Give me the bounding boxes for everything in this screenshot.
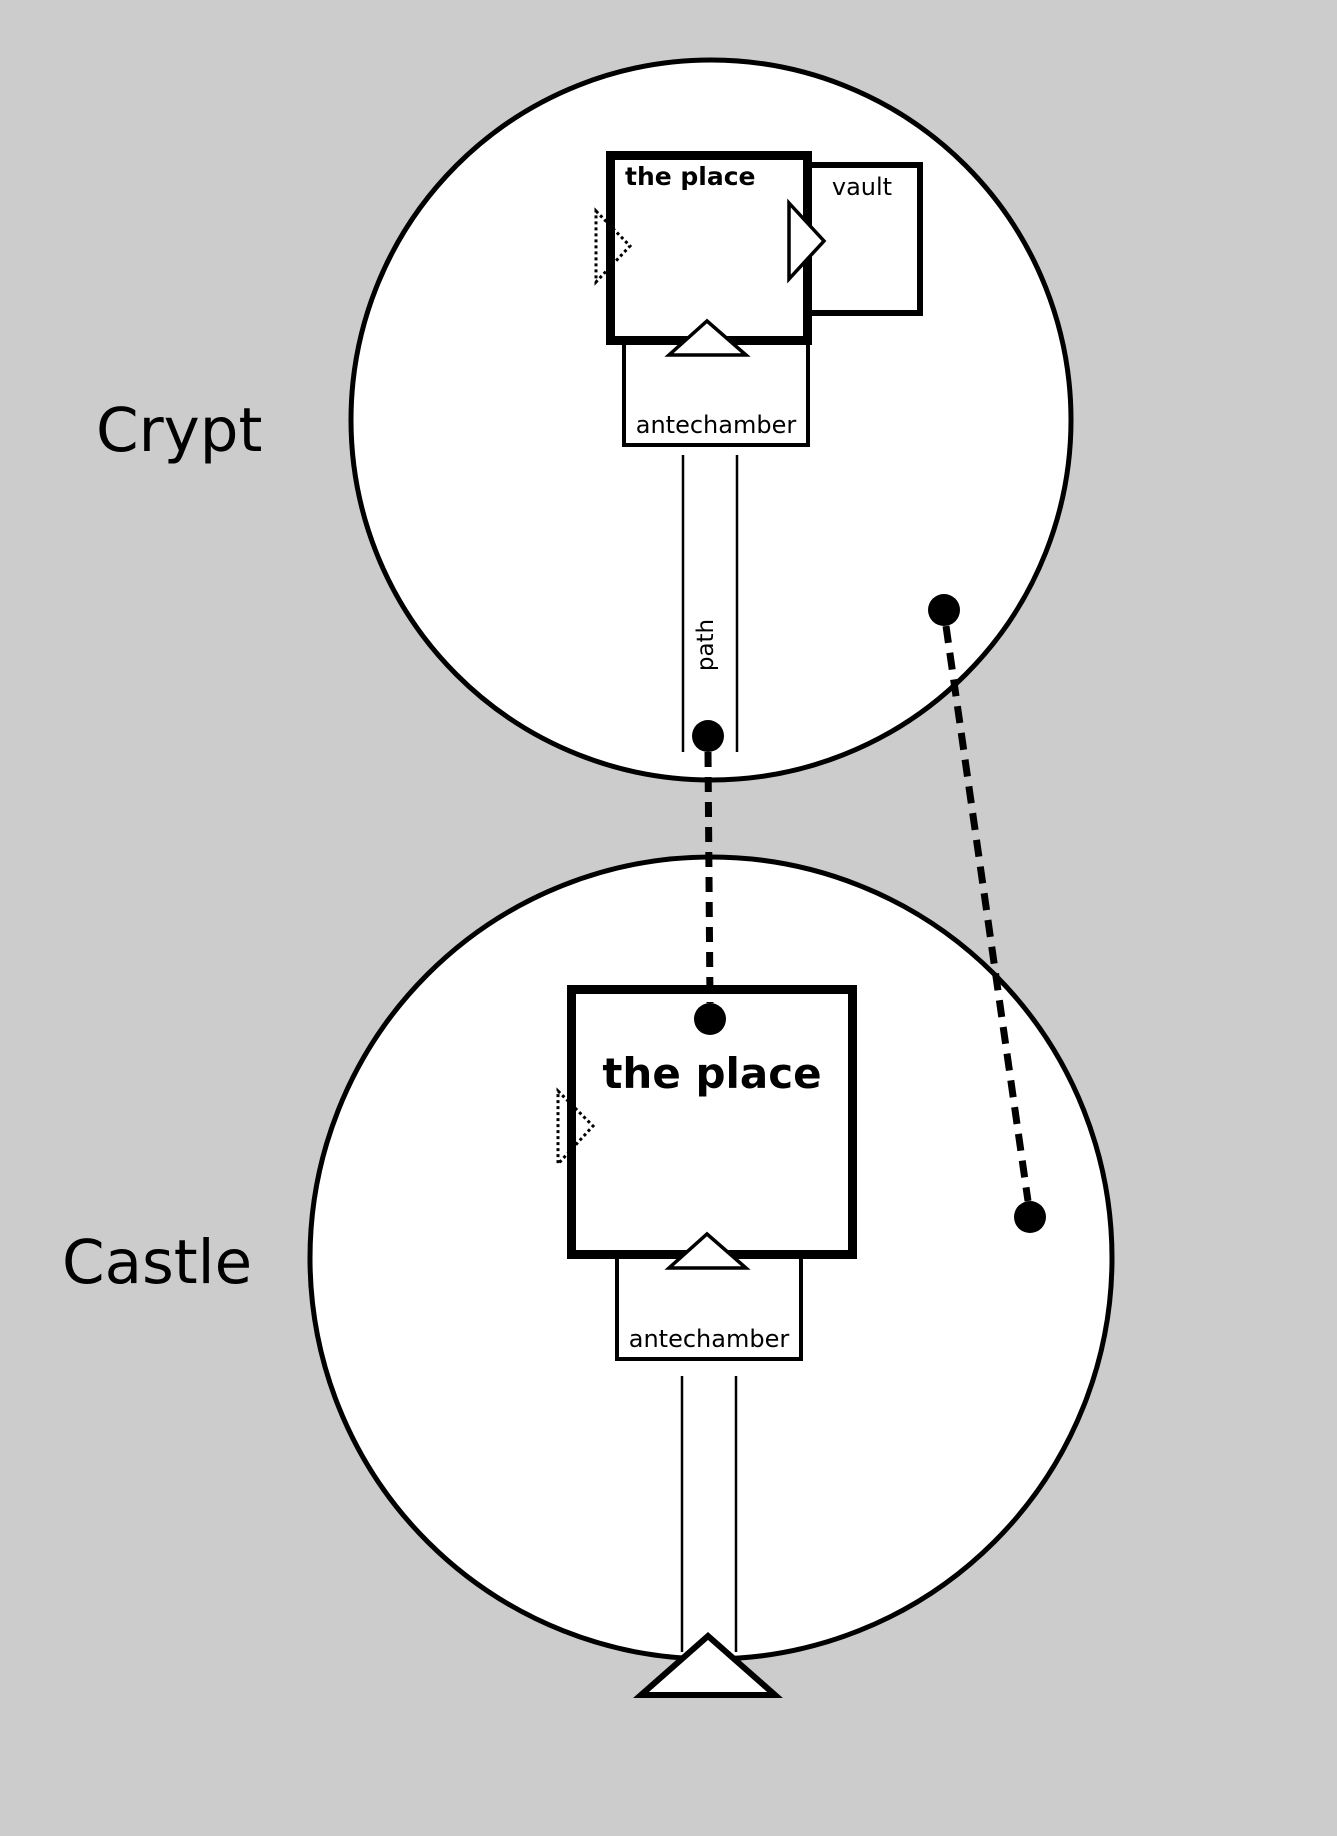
crypt-vault-room[interactable] bbox=[805, 162, 923, 316]
crypt-antechamber-room[interactable] bbox=[622, 341, 810, 447]
crypt-interior-dot[interactable] bbox=[928, 594, 960, 626]
castle-entrance-icon[interactable] bbox=[633, 1632, 783, 1698]
crypt-vault-label: vault bbox=[832, 173, 892, 201]
crypt-path-label: path bbox=[693, 619, 719, 671]
crypt-the-place-label: the place bbox=[625, 162, 756, 191]
castle-the-place-label: the place bbox=[602, 1049, 821, 1098]
link-path-to-castle-place[interactable] bbox=[704, 751, 714, 1004]
link-crypt-to-castle-interior[interactable] bbox=[942, 625, 1032, 1202]
crypt-door-to-vault-icon[interactable] bbox=[787, 198, 827, 284]
castle-the-place-dot[interactable] bbox=[694, 1003, 726, 1035]
castle-antechamber-label: antechamber bbox=[629, 1325, 790, 1353]
castle-interior-dot[interactable] bbox=[1014, 1201, 1046, 1233]
crypt-path-end-dot[interactable] bbox=[692, 720, 724, 752]
crypt-door-from-antechamber-icon[interactable] bbox=[664, 318, 751, 357]
castle-hidden-door-icon[interactable] bbox=[556, 1087, 596, 1168]
crypt-antechamber-label: antechamber bbox=[636, 411, 797, 439]
region-label-castle: Castle bbox=[62, 1227, 252, 1298]
region-label-crypt: Crypt bbox=[96, 395, 262, 466]
castle-door-from-antechamber-icon[interactable] bbox=[664, 1231, 751, 1270]
crypt-hidden-door-icon[interactable] bbox=[594, 207, 633, 286]
